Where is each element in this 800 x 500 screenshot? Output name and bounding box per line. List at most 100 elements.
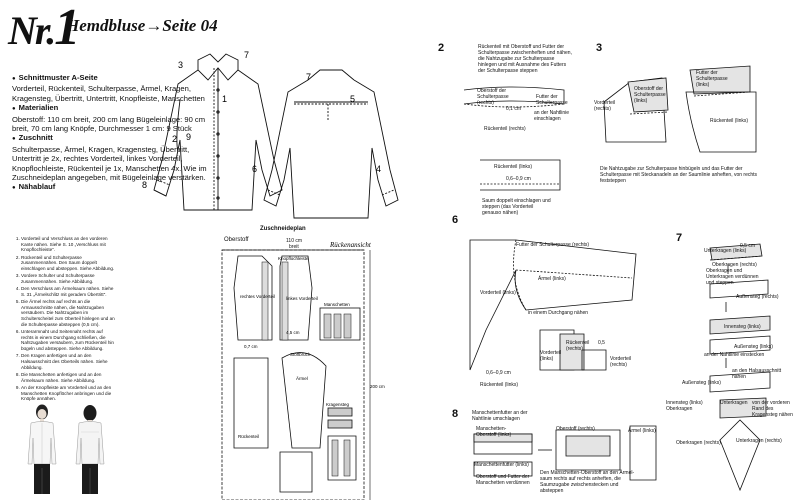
d2-back: Rückenteil (rechts) xyxy=(484,126,526,132)
cut-heading: Zuschnitt xyxy=(12,133,218,144)
callout-number: 8 xyxy=(142,180,147,190)
d7-innensteg-2: Innensteg (links) xyxy=(666,400,703,406)
d7-ober-unter: Oberkragen und Unterkragen verdünnen und… xyxy=(706,268,759,286)
d7-measure: 0,5 cm xyxy=(740,243,756,249)
d8-aermel: Ärmel (links) xyxy=(628,428,656,434)
cuff-pieces xyxy=(319,307,361,341)
cutting-plan-diagram: Knopflochleiste rechtes Vorderteil linke… xyxy=(221,249,385,500)
sleeve-piece xyxy=(281,352,327,449)
d2-measure-2: 0,6–0,9 cm xyxy=(506,176,531,182)
length-label: 200 cm xyxy=(370,384,385,389)
front-view-drawing xyxy=(153,53,283,211)
d2-oberstoff: Oberstoff der Schulterpasse (rechts) xyxy=(477,88,509,106)
diagram-7 xyxy=(709,243,771,492)
back-view-label: Rückenansicht xyxy=(329,241,372,249)
d2-measure: 0,1 cm xyxy=(506,106,522,112)
d2-nahtlinie: an der Nahtlinie einschlagen xyxy=(534,110,570,122)
collar-stand-piece xyxy=(327,407,353,417)
d3-oberstoff: Oberstoff der Schulterpasse (links) xyxy=(634,86,666,104)
collar-stand-label: Kragensteg xyxy=(326,402,350,407)
d2-back-links: Rückenteil (links) xyxy=(494,164,533,170)
d7-oberkragen-2: Oberkragen xyxy=(666,406,693,412)
issue-number: Nr.1 xyxy=(8,0,80,56)
d7-innensteg: Innensteg (links) xyxy=(724,324,761,330)
left-front-label: linkes Vorderteil xyxy=(286,296,318,301)
d8-bottom: Den Manschetten-Oberstoff an den Ärmel-s… xyxy=(540,470,635,494)
d3-caption: Die Nahtzugabe zur Schulterpasse hinbüge… xyxy=(600,166,758,184)
callout-number: 7 xyxy=(306,72,311,82)
materials-section: Schnittmuster A-Seite Vorderteil, Rücken… xyxy=(12,73,218,194)
step-item: Unterarmnaht und Seitennaht rechts auf r… xyxy=(21,329,116,352)
yoke-piece xyxy=(327,435,357,481)
step-item: Rückenteil und Schulterpasse zusammennäh… xyxy=(21,255,116,272)
diagram-3 xyxy=(603,65,757,153)
width-sub-label: breit xyxy=(289,244,299,250)
step-item: Den Kragen anfertigen und an den Halsaus… xyxy=(21,353,116,370)
d8-ober: Manschetten-Oberstoff (links) xyxy=(476,426,512,438)
width-label: 110 cm xyxy=(286,238,303,244)
d7-unterkragen-rechts: Unterkragen (rechts) xyxy=(736,438,782,444)
measure-label: 4,5 cm xyxy=(286,330,300,335)
d8-oberstoff: Oberstoff (rechts) xyxy=(556,426,595,432)
d6-measure-2: 0,5 xyxy=(598,340,605,346)
d6-durchgang: in einem Durchgang nähen xyxy=(528,310,589,316)
d3-rueckenteil: Rückenteil (links) xyxy=(710,118,749,124)
back-piece xyxy=(233,357,269,449)
d6-vorder-links: Vorderteil (links) xyxy=(540,350,562,362)
d7-oberkragen: Oberkragen (rechts) xyxy=(712,262,757,268)
d8-futter-links: Manschettenfutter (links) xyxy=(474,462,529,468)
d7-aussensteg: Außensteg (rechts) xyxy=(736,294,779,300)
step-item: An der Knopfleiste am Vorderteil und an … xyxy=(21,385,116,402)
measure-label: 0,7 cm xyxy=(244,344,258,349)
d7-vorderen: von der vorderen Rand des Kragensteg näh… xyxy=(752,400,793,418)
step-item: Vordere Schulter und Schulterpasse zusam… xyxy=(21,273,116,284)
sleeve-label: Ärmel xyxy=(296,375,308,381)
step-item: Die Manschetten anfertigen und an den Är… xyxy=(21,372,116,383)
callout-number: 5 xyxy=(350,94,355,104)
knopflochleiste-label: Knopflochleiste xyxy=(278,256,309,261)
right-front-label: rechtes Vorderteil xyxy=(240,294,275,299)
cutting-plan-title: Zuschneideplan xyxy=(260,226,306,232)
diagram-6 xyxy=(469,239,637,371)
fold-label: Stoffbruch xyxy=(290,352,311,357)
d2-instruction: Rückenteil mit Oberstoff und Futter der … xyxy=(478,44,572,74)
diagram-8-number: 8 xyxy=(452,408,459,420)
d7-aussensteg-links: Außensteg (links) xyxy=(734,344,773,350)
model-photos xyxy=(27,404,105,494)
d2-futter: Futter der Schulterpasse xyxy=(536,94,568,106)
d7-unterkragen: Unterkragen (links) xyxy=(704,248,747,254)
d2-saum: Saum doppelt einschlagen und steppen (da… xyxy=(482,198,551,216)
d3-vorderteil: Vorderteil (rechts) xyxy=(594,100,616,112)
left-front-piece xyxy=(279,255,313,341)
d3-futter: Futter der Schulterpasse (links) xyxy=(696,70,728,88)
d6-vorder-rechts: Vorderteil (rechts) xyxy=(610,356,632,368)
garment-flat-sketch: 3 7 1 9 2 8 7 5 4 6 Rückenansicht xyxy=(142,50,399,249)
model-front-photo xyxy=(27,404,57,494)
cuffs-label: Manschetten xyxy=(324,302,350,307)
step-item: Die Ärmel rechts auf rechts an die Armau… xyxy=(21,299,116,328)
d8-futter-text: Oberstoff und Futter der Manschetten ver… xyxy=(476,474,530,486)
d6-vorderteil: Vorderteil (links) xyxy=(480,290,516,296)
d6-measure: 0,6–0,9 cm xyxy=(486,370,511,376)
d7-oberkragen-rechts: Oberkragen (rechts) xyxy=(676,440,721,446)
diagram-7-number: 7 xyxy=(676,232,683,244)
callout-number: 2 xyxy=(172,134,177,144)
back-view-drawing xyxy=(263,69,399,219)
step-item: Den Verschluss am Ärmelsaum nähen. Siehe… xyxy=(21,286,116,297)
d6-aermel: Ärmel (links) xyxy=(538,276,566,282)
d6-rueckenteil: Rückenteil (links) xyxy=(480,382,519,388)
diagram-8 xyxy=(473,425,657,481)
d7-unterkragen-2: Unterkragen xyxy=(720,400,748,406)
d7-naht: an der Nahtlinie einstecken xyxy=(704,352,765,358)
callout-number: 9 xyxy=(186,132,191,142)
page-title: Hemdbluse→Seite 04 xyxy=(66,16,218,35)
model-back-photo xyxy=(75,405,105,494)
diagram-2 xyxy=(463,86,565,191)
callout-number: 6 xyxy=(252,164,257,174)
back-label: Rückenteil xyxy=(238,434,259,439)
cut-text: Schulterpasse, Ärmel, Kragen, Kragensteg… xyxy=(12,144,207,183)
callout-number: 1 xyxy=(222,94,227,104)
materials-heading: Materialien xyxy=(12,103,218,114)
materials-text: Oberstoff: 110 cm breit, 200 cm lang Büg… xyxy=(12,114,206,134)
callout-number: 7 xyxy=(244,50,249,60)
